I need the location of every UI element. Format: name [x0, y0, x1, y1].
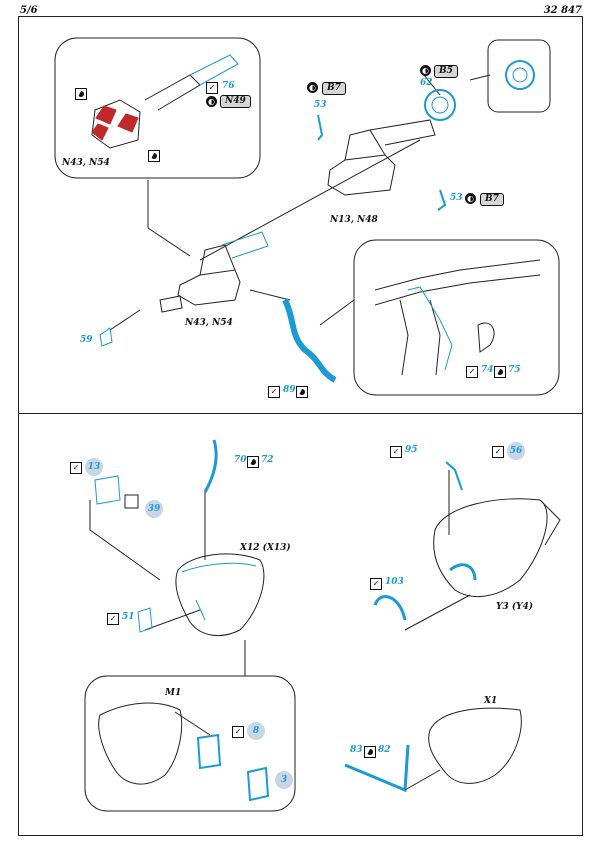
part-59: 59 [80, 335, 93, 345]
label-m1: M1 [165, 688, 182, 698]
part-76: 76 [222, 81, 235, 91]
part-72: 72 [261, 455, 274, 465]
bend-icon [75, 88, 87, 100]
part-103: 103 [385, 577, 404, 587]
paint-icon: ◐ [307, 82, 318, 93]
part-13: 13 [85, 458, 103, 476]
label-y3-y4: Y3 (Y4) [496, 602, 534, 612]
bend-icon [494, 366, 506, 378]
page-number: 5/6 [20, 5, 38, 16]
inset-bubble-seat [54, 37, 261, 179]
check-icon: ✓ [107, 613, 119, 625]
part-83: 83 [350, 745, 363, 755]
part-39: 39 [145, 500, 163, 518]
page-frame [18, 16, 583, 836]
tag-b7-right: B7 [480, 193, 504, 206]
part-51: 51 [122, 612, 135, 622]
part-89: 89 [283, 385, 296, 395]
bend-icon [148, 150, 160, 162]
part-82: 82 [378, 745, 391, 755]
part-53-right: 53 [450, 193, 463, 203]
part-70: 70 [234, 455, 247, 465]
bend-icon [247, 456, 259, 468]
part-53-top: 53 [314, 100, 327, 110]
inset-bubble-belts [353, 239, 560, 396]
label-n13-n48: N13, N48 [330, 215, 378, 225]
set-code: 32 847 [543, 5, 582, 16]
part-95: 95 [405, 445, 418, 455]
paint-icon: ◐ [420, 65, 431, 76]
check-icon: ✓ [268, 386, 280, 398]
check-icon: ✓ [206, 82, 218, 94]
part-3: 3 [275, 771, 293, 789]
part-75: 75 [508, 365, 521, 375]
part-62: 62 [420, 78, 433, 88]
label-x12-x13: X12 (X13) [240, 543, 291, 553]
tag-n49: N49 [220, 95, 251, 108]
inset-bubble-m1 [84, 675, 296, 812]
inset-bubble-ring [487, 39, 551, 113]
check-icon: ✓ [370, 578, 382, 590]
bend-icon [296, 386, 308, 398]
label-n43-n54-main: N43, N54 [185, 318, 233, 328]
paint-icon: ◐ [206, 96, 217, 107]
part-8: 8 [247, 722, 265, 740]
paint-icon: ◐ [465, 193, 476, 204]
tag-b5: B5 [434, 65, 458, 78]
check-icon: ✓ [466, 366, 478, 378]
part-56: 56 [507, 442, 525, 460]
check-icon: ✓ [232, 726, 244, 738]
check-icon: ✓ [70, 462, 82, 474]
bend-icon [364, 746, 376, 758]
section-divider [18, 413, 583, 414]
part-74: 74 [481, 365, 494, 375]
check-icon: ✓ [390, 446, 402, 458]
label-n43-n54-inset: N43, N54 [62, 158, 110, 168]
check-icon: ✓ [492, 446, 504, 458]
label-x1: X1 [484, 696, 498, 706]
tag-b7-top: B7 [322, 82, 346, 95]
